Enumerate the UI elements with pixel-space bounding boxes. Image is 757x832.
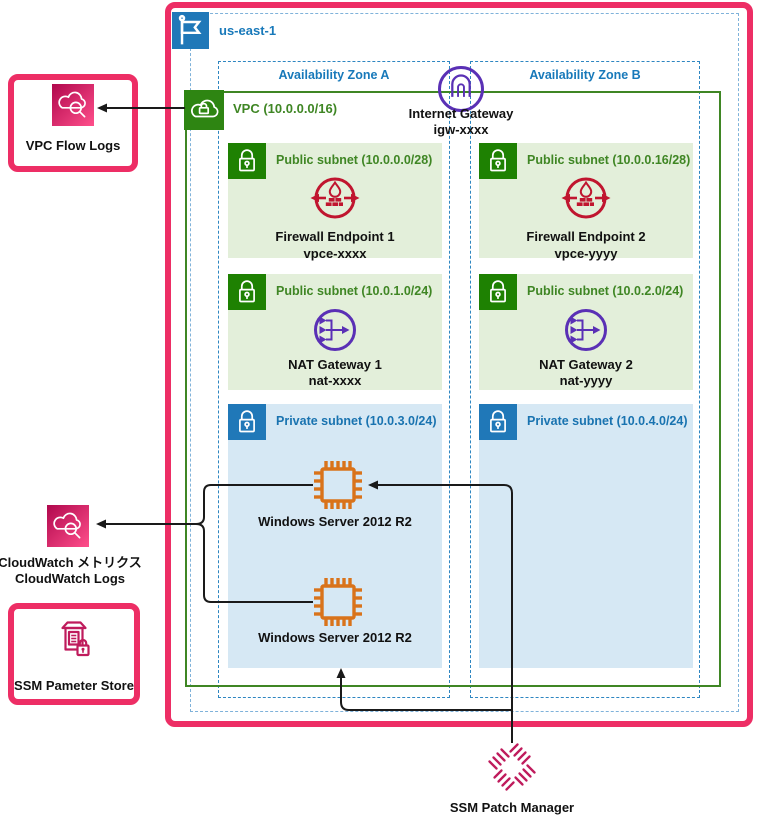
az-a-label: Availability Zone A [278, 68, 390, 82]
public-subnet-lock-icon [479, 143, 517, 179]
private-subnet-lock-icon [228, 404, 266, 440]
subnet-private-b [479, 404, 693, 668]
vpc-flow-logs-box [8, 74, 138, 172]
ssm-parameter-store-icon [50, 614, 98, 662]
firewall-endpoint-1-id: vpce-xxxx [303, 246, 367, 261]
ec2-instance-2-icon [310, 574, 366, 630]
vpc-flow-logs-label: VPC Flow Logs [25, 138, 121, 153]
vpc-icon [184, 90, 224, 130]
nat-gateway-1-label: NAT Gateway 1 [288, 357, 382, 372]
vpc-flow-logs-icon [52, 84, 94, 126]
ssm-patch-manager-label: SSM Patch Manager [449, 800, 575, 815]
subnet-title: Public subnet (10.0.1.0/24) [276, 284, 433, 298]
ssm-parameter-store-box [8, 603, 140, 705]
nat-gateway-1-id: nat-xxxx [308, 373, 362, 388]
cloudwatch-metrics-label: CloudWatch メトリクス [0, 555, 142, 570]
firewall-endpoint-2-label: Firewall Endpoint 2 [526, 229, 646, 244]
public-subnet-lock-icon [479, 274, 517, 310]
az-b-label: Availability Zone B [529, 68, 641, 82]
subnet-title: Public subnet (10.0.2.0/24) [527, 284, 684, 298]
windows-server-2-label: Windows Server 2012 R2 [258, 630, 412, 645]
vpc-label: VPC (10.0.0.0/16) [233, 101, 338, 116]
nat-gateway-1-icon [308, 303, 362, 357]
private-subnet-lock-icon [479, 404, 517, 440]
firewall-endpoint-1-label: Firewall Endpoint 1 [275, 229, 395, 244]
subnet-title: Public subnet (10.0.0.16/28) [527, 153, 691, 167]
internet-gateway-icon [438, 66, 484, 112]
internet-gateway-label: Internet Gateway [408, 106, 514, 121]
nat-gateway-2-label: NAT Gateway 2 [539, 357, 633, 372]
firewall-endpoint-1-icon [305, 168, 365, 228]
subnet-title: Private subnet (10.0.3.0/24) [276, 414, 437, 428]
cloudwatch-icon [47, 505, 89, 547]
firewall-endpoint-2-id: vpce-yyyy [554, 246, 618, 261]
region-label: us-east-1 [219, 23, 277, 38]
ec2-instance-1-icon [310, 457, 366, 513]
windows-server-1-label: Windows Server 2012 R2 [258, 514, 412, 529]
public-subnet-lock-icon [228, 274, 266, 310]
subnet-title: Private subnet (10.0.4.0/24) [527, 414, 688, 428]
ssm-parameter-store-label: SSM Pameter Store [14, 678, 134, 693]
firewall-endpoint-2-icon [556, 168, 616, 228]
az-b-box [470, 61, 700, 698]
subnet-title: Public subnet (10.0.0.0/28) [276, 153, 433, 167]
nat-gateway-2-icon [559, 303, 613, 357]
cloudwatch-logs-label: CloudWatch Logs [14, 571, 125, 586]
nat-gateway-2-id: nat-yyyy [559, 373, 613, 388]
public-subnet-lock-icon [228, 143, 266, 179]
az-a-box [218, 61, 450, 698]
internet-gateway-id: igw-xxxx [433, 122, 489, 137]
ssm-patch-manager-icon [488, 743, 536, 791]
region-flag-icon [172, 12, 209, 49]
